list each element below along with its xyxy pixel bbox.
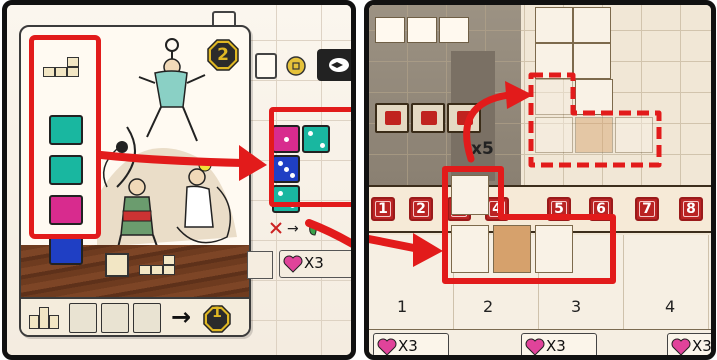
arrow-right-icon: → <box>171 303 191 331</box>
track-number: 7 <box>635 197 659 221</box>
map-card-icon <box>133 303 161 333</box>
coin-icon <box>285 55 307 77</box>
heart-score-box: X3 <box>667 333 716 360</box>
column-number: 2 <box>483 297 493 316</box>
map-card-icon <box>69 303 97 333</box>
action-slot[interactable] <box>411 103 445 133</box>
heart-multiplier: X3 <box>692 337 712 355</box>
left-tutorial-panel: 2 <box>2 0 356 360</box>
dancer-tile <box>535 7 573 43</box>
portrait-tile <box>247 251 273 279</box>
dancer-tile <box>573 7 611 43</box>
track-number: 1 <box>371 197 395 221</box>
square-tile-icon <box>105 253 129 277</box>
action-slot[interactable] <box>375 103 409 133</box>
highlight-frame-placed <box>441 165 617 285</box>
heart-multiplier: X3 <box>398 337 418 355</box>
heart-icon <box>377 338 397 356</box>
dark-card <box>317 49 356 81</box>
board-slot <box>407 17 437 43</box>
column-number: 3 <box>571 297 581 316</box>
curved-red-arrow-icon <box>453 73 537 163</box>
board-slot <box>439 17 469 43</box>
highlight-frame-tiles <box>29 35 101 239</box>
track-number: 8 <box>679 197 703 221</box>
heart-icon <box>525 338 545 356</box>
column-number: 4 <box>665 297 675 316</box>
heart-icon <box>283 255 303 273</box>
heart-score-box: X3 <box>521 333 597 360</box>
reward-number: 1 <box>203 305 231 333</box>
track-number: 2 <box>409 197 433 221</box>
column-number: 1 <box>397 297 407 316</box>
curved-red-arrow-icon <box>97 123 269 183</box>
heart-icon <box>671 338 691 356</box>
map-card-icon <box>101 303 129 333</box>
card-age-number: 2 <box>207 39 239 71</box>
heart-multiplier: X3 <box>546 337 566 355</box>
board-slot <box>375 17 405 43</box>
dashed-target-outline <box>527 71 667 171</box>
curved-red-arrow-icon <box>305 213 356 263</box>
highlight-frame-dice <box>269 107 356 207</box>
board-token-card <box>255 53 277 79</box>
svg-text:→: → <box>287 221 299 237</box>
curved-red-arrow-icon <box>369 223 449 273</box>
blue-tile <box>49 235 83 265</box>
right-tutorial-panel: x5 1 2 3 4 5 6 7 8 1 2 3 4 <box>364 0 716 360</box>
heart-score-box: X3 <box>373 333 449 360</box>
